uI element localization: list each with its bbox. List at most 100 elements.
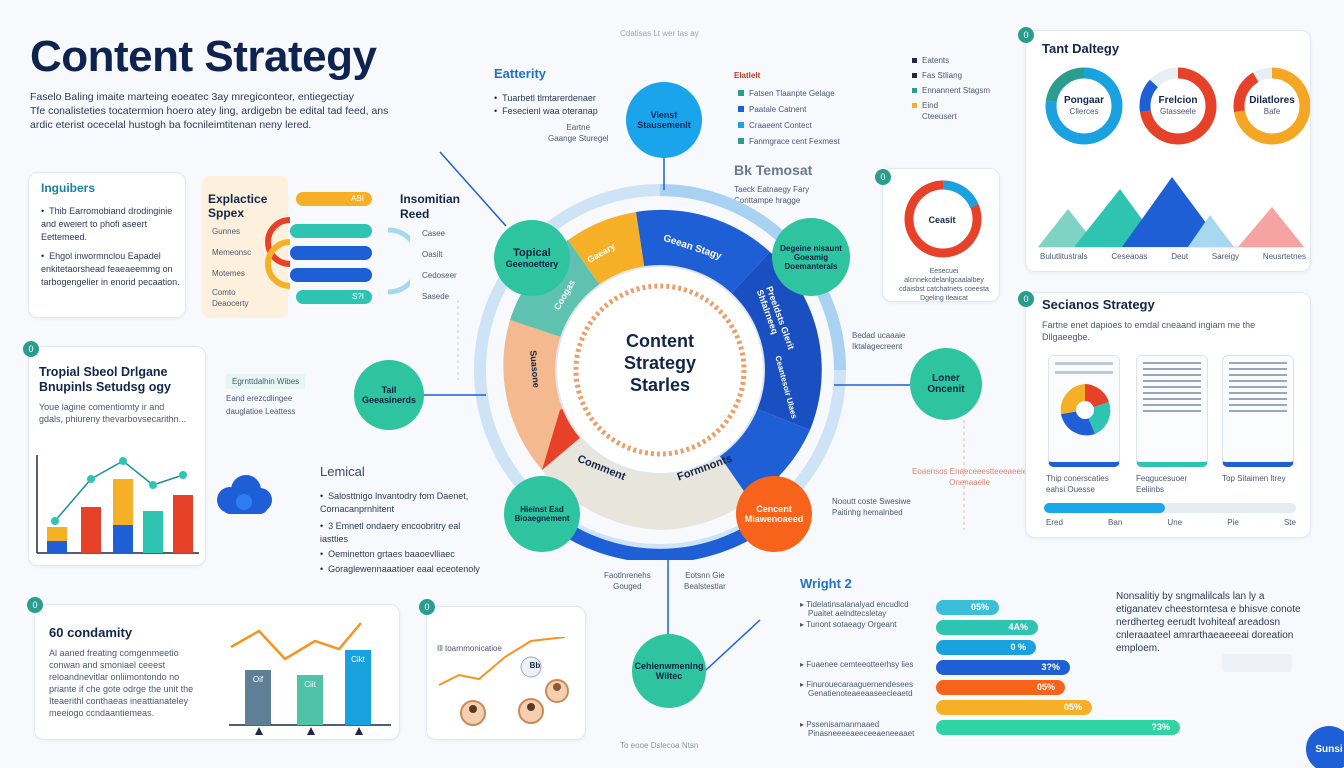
- donut-2: [1139, 67, 1217, 145]
- donut-card-badge: 0: [1018, 27, 1034, 43]
- small-donut-card: 0 Ceasit Eesecuei alcnnekcdelanlgcaalalb…: [875, 168, 1000, 302]
- weight-bar: ?3%: [936, 720, 1180, 735]
- sixty-bar-label: Oif: [253, 675, 264, 684]
- explactice-bar-3: [290, 246, 372, 260]
- bk-block: Bk Temosat Taeck Eatnaegy Fary Conttampe…: [734, 162, 813, 205]
- tropical-bar-5: [173, 495, 193, 553]
- avatar-1: [460, 700, 486, 726]
- sacianos-caption-2: Feqgucesuoer Eeliinbs: [1136, 474, 1188, 494]
- small-donut-badge: 0: [875, 169, 891, 185]
- top-caption: Cdatisas Lt wer tas ay: [620, 29, 699, 38]
- sixty-bar: [245, 670, 271, 725]
- sacianos-caption-1: Thip conerscaties eahsi Ouesse: [1046, 474, 1109, 494]
- tropical-mini-labels: Egrnttdalhin Wibes Eand erezcdlingee dau…: [226, 374, 306, 417]
- page-title: Content Strategy: [30, 32, 377, 81]
- tropical-bar-3b: [113, 525, 133, 553]
- sacianos-progress-fill: [1044, 503, 1165, 513]
- insomitian-title: Insomitian Reed: [400, 192, 461, 221]
- sacianos-caption-3: Top Sitaimen ltrey: [1222, 474, 1286, 483]
- sixty-bar-label: Cikt: [351, 655, 366, 664]
- cloud-icon: [217, 475, 272, 514]
- inquirers-title: Inguibers: [41, 181, 96, 195]
- weight-bar: 3?%: [936, 660, 1070, 675]
- bottom-right-placeholder: [1222, 654, 1292, 672]
- top-right-caption: Elatlelt: [734, 71, 761, 80]
- note-bottom: To eooe Dslecoa Ntsn: [620, 741, 699, 750]
- sixty-badge: 0: [27, 597, 43, 613]
- small-donut-center: Ceasit: [928, 215, 956, 225]
- tropical-chart: [36, 455, 199, 554]
- avatar-2: [518, 698, 544, 724]
- tropical-badge: 0: [23, 341, 39, 357]
- weight-row-label: ▸ Fuaenee cemteeotteerhsy lies: [800, 660, 914, 669]
- middle-small-card: 0 Ill toarnmonicatioe Bb: [419, 599, 586, 740]
- avatar-3: [545, 679, 569, 703]
- sacianos-panel-1: [1048, 355, 1120, 467]
- weight-bar: 05%: [936, 600, 999, 615]
- eatterity-heading: Eatterity: [494, 66, 547, 81]
- sixty-bar: [345, 650, 371, 725]
- sacianos-badge: 0: [1018, 291, 1034, 307]
- tropical-card: 0 Tropial Sbeol Drlgane Bnupinls Setudsg…: [23, 341, 206, 566]
- weight-bar: 05%: [936, 700, 1092, 715]
- donut-3: [1233, 67, 1310, 145]
- sacianos-desc: Fartne enet dapioes to emdal cneaand ing…: [1042, 320, 1256, 342]
- explactice-bar-5: S?I: [296, 290, 372, 304]
- brand-badge[interactable]: Sunsi: [1306, 726, 1344, 768]
- weight-row-label: ▸ Finurouecaraaguernendesees: [800, 680, 913, 689]
- weight-row-label: ▸ Pssenisamanrnaaed: [800, 720, 880, 729]
- far-right-list: Eatents Fas Stliang Ennannent Stagsm Ein…: [912, 55, 990, 122]
- content-wheel: [474, 184, 846, 560]
- weight-bar: 05%: [936, 680, 1065, 695]
- top-right-list: Fatsen Tlaanpte Gelage Paatale Catnent C…: [738, 88, 840, 147]
- weight-row-label: ▸ Tunont sotaeagy Orgeant: [800, 620, 897, 629]
- sixty-bar: [297, 675, 323, 725]
- sacianos-card: 0 Secianos Strategy Fartne enet dapioes …: [1018, 291, 1311, 538]
- explactice-bar-4: [290, 268, 372, 282]
- sacianos-title: Secianos Strategy: [1042, 297, 1155, 312]
- donut-card-title: Tant Daltegy: [1042, 41, 1120, 56]
- sixty-title: 60 condamity: [49, 625, 133, 640]
- tropical-bar-4: [143, 511, 163, 553]
- lemical-title: Lemical: [320, 464, 365, 479]
- explactice-title: Explactice Sppex: [208, 192, 268, 220]
- sixty-trend-line: [230, 622, 362, 661]
- sixty-bar-label: Ciit: [304, 680, 316, 689]
- weight-row-sub: Puaitet aelndtecsletay: [808, 609, 887, 618]
- tropical-bar-2: [81, 507, 101, 553]
- sacianos-progress-track: [1044, 503, 1296, 513]
- lemical-list: Salosttnigo lnvantodry fom Daenet, Corna…: [320, 490, 490, 576]
- intro-text: Faselo Baling imaite marteing eoeatec 3a…: [30, 91, 389, 131]
- donut-1: [1045, 67, 1123, 145]
- inquirers-list: Thib Earromobiand drodinginie and eweier…: [41, 205, 181, 289]
- donut-row: [1045, 67, 1310, 145]
- tropical-title: Tropial Sbeol Drlgane Bnupinls Setudsg o…: [39, 365, 171, 394]
- insomitian-arc: [387, 227, 410, 295]
- middle-small-badge: 0: [419, 599, 435, 615]
- eatterity-list: Tuarbetl tlmtarerdenaerFesecienl waa ote…: [494, 92, 598, 118]
- inquirers-card: Inguibers Thib Earromobiand drodinginie …: [28, 172, 186, 318]
